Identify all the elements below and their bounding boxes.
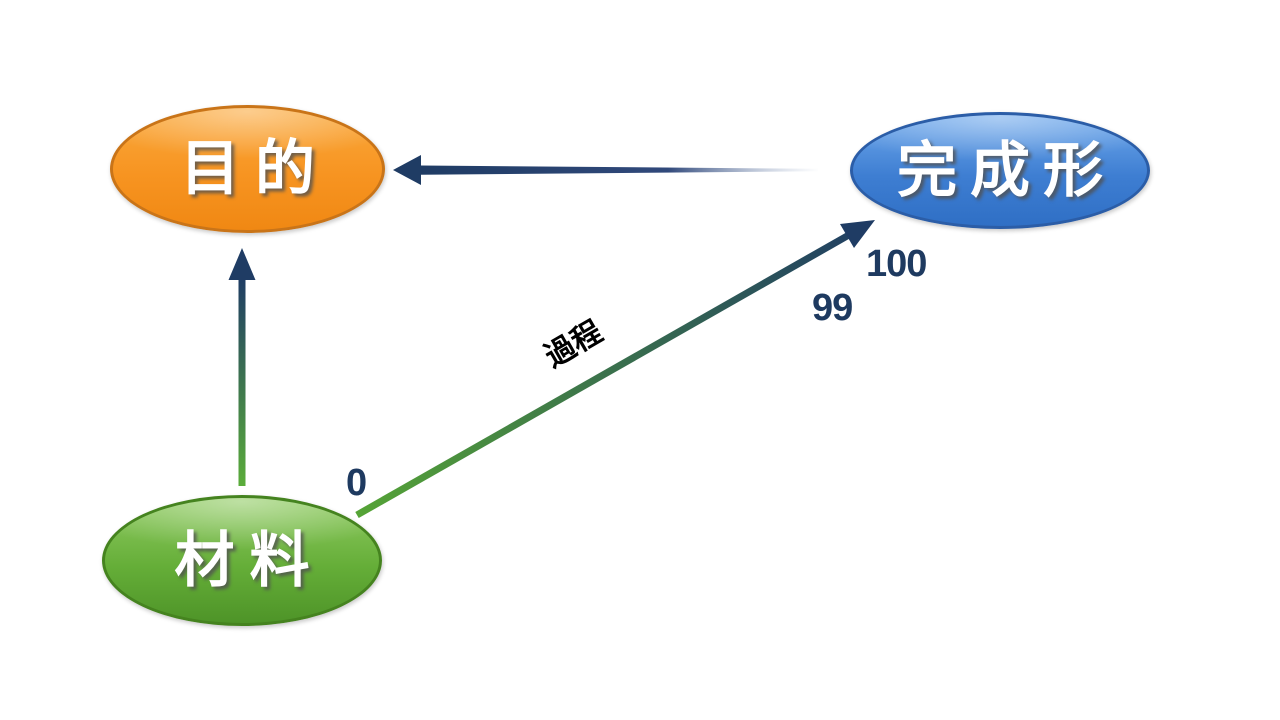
node-purpose-label: 目的 — [180, 136, 330, 202]
arrowhead-left-icon — [393, 155, 421, 185]
arrow-material-to-purpose — [228, 248, 256, 486]
arrow-finished-to-purpose — [393, 155, 818, 185]
annotation-start-value: 0 — [346, 462, 367, 504]
node-material: 材料 — [102, 495, 382, 626]
arrowhead-up-icon — [228, 248, 256, 280]
node-material-label: 材料 — [174, 527, 325, 594]
node-purpose: 目的 — [110, 105, 385, 233]
arrow-shaft-diagonal — [355, 232, 850, 519]
annotation-near-end-value: 99 — [812, 287, 853, 329]
arrowhead-up-right-icon — [840, 220, 875, 248]
node-finished-form: 完成形 — [850, 112, 1150, 229]
annotation-end-value: 100 — [866, 243, 927, 285]
node-finished-form-label: 完成形 — [897, 137, 1116, 204]
arrow-shaft-vertical — [238, 279, 246, 486]
arrow-shaft-tapered — [421, 165, 818, 175]
arrow-material-to-finished — [355, 220, 875, 519]
